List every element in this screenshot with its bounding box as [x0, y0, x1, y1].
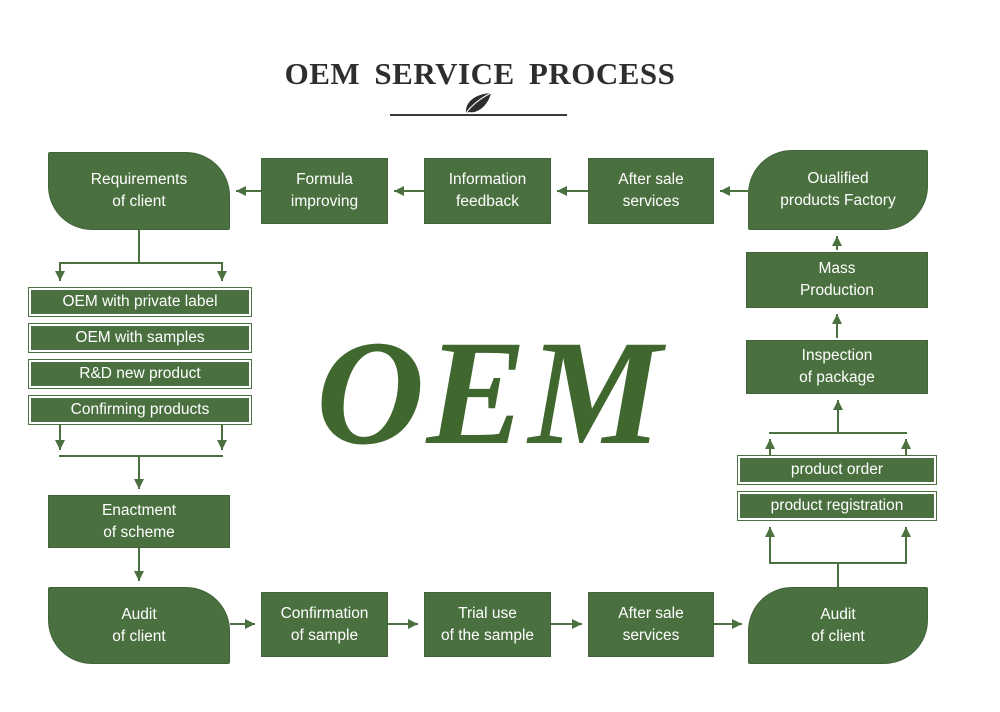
node-after-sale-services-bottom: After sale services — [588, 592, 714, 657]
node-confirming-products: Confirming products — [28, 395, 252, 425]
node-trial-use-of-sample: Trial use of the sample — [424, 592, 551, 657]
node-label: R&D new product — [79, 365, 201, 383]
title-divider — [390, 114, 567, 116]
node-mass-production: Mass Production — [746, 252, 928, 308]
node-label: After sale services — [618, 604, 684, 644]
node-label: Inspection of package — [799, 347, 875, 386]
node-formula-improving: Formula improving — [261, 158, 388, 224]
node-label: Mass Production — [799, 260, 875, 299]
node-label: After sale services — [618, 171, 684, 210]
node-confirmation-of-sample: Confirmation of sample — [261, 592, 388, 657]
node-enactment-of-scheme: Enactment of scheme — [48, 495, 230, 548]
node-audit-of-client-left: Audit of client — [48, 587, 230, 664]
node-oem-with-private-label: OEM with private label — [28, 287, 252, 317]
node-label: product registration — [770, 497, 904, 515]
node-label: Confirming products — [70, 401, 210, 419]
node-inspection-of-package: Inspection of package — [746, 340, 928, 394]
node-requirements-of-client: Requirements of client — [48, 152, 230, 230]
node-information-feedback: Information feedback — [424, 158, 551, 224]
node-rd-new-product: R&D new product — [28, 359, 252, 389]
node-label: Requirements of client — [90, 171, 188, 210]
node-label: Confirmation of sample — [280, 604, 369, 644]
stack-to-enactment-connector — [55, 425, 227, 489]
node-oem-with-samples: OEM with samples — [28, 323, 252, 353]
node-label: Audit of client — [811, 605, 865, 645]
node-product-registration: product registration — [737, 491, 937, 521]
node-label: Trial use of the sample — [440, 604, 535, 644]
node-label: Enactment of scheme — [101, 501, 177, 541]
page-title: OEM SERVICE PROCESS — [284, 56, 676, 91]
node-label: Information feedback — [448, 171, 527, 210]
requirements-to-stack-connector — [55, 230, 227, 281]
audit-to-registration-connector — [765, 527, 911, 587]
node-audit-of-client-right: Audit of client — [748, 587, 928, 664]
node-label: OEM with private label — [62, 293, 218, 311]
oem-watermark: OEM — [316, 310, 664, 476]
node-after-sale-services-top: After sale services — [588, 158, 714, 224]
node-label: product order — [790, 461, 884, 479]
node-label: OEM with samples — [75, 329, 205, 347]
node-product-order: product order — [737, 455, 937, 485]
node-label: Formula improving — [290, 171, 359, 210]
order-to-inspection-connector — [765, 400, 911, 455]
node-label: Audit of client — [112, 605, 166, 645]
leaf-icon — [465, 92, 492, 114]
node-qualified-products-factory: Oualified products Factory — [748, 150, 928, 230]
node-label: Oualified products Factory — [780, 170, 896, 209]
